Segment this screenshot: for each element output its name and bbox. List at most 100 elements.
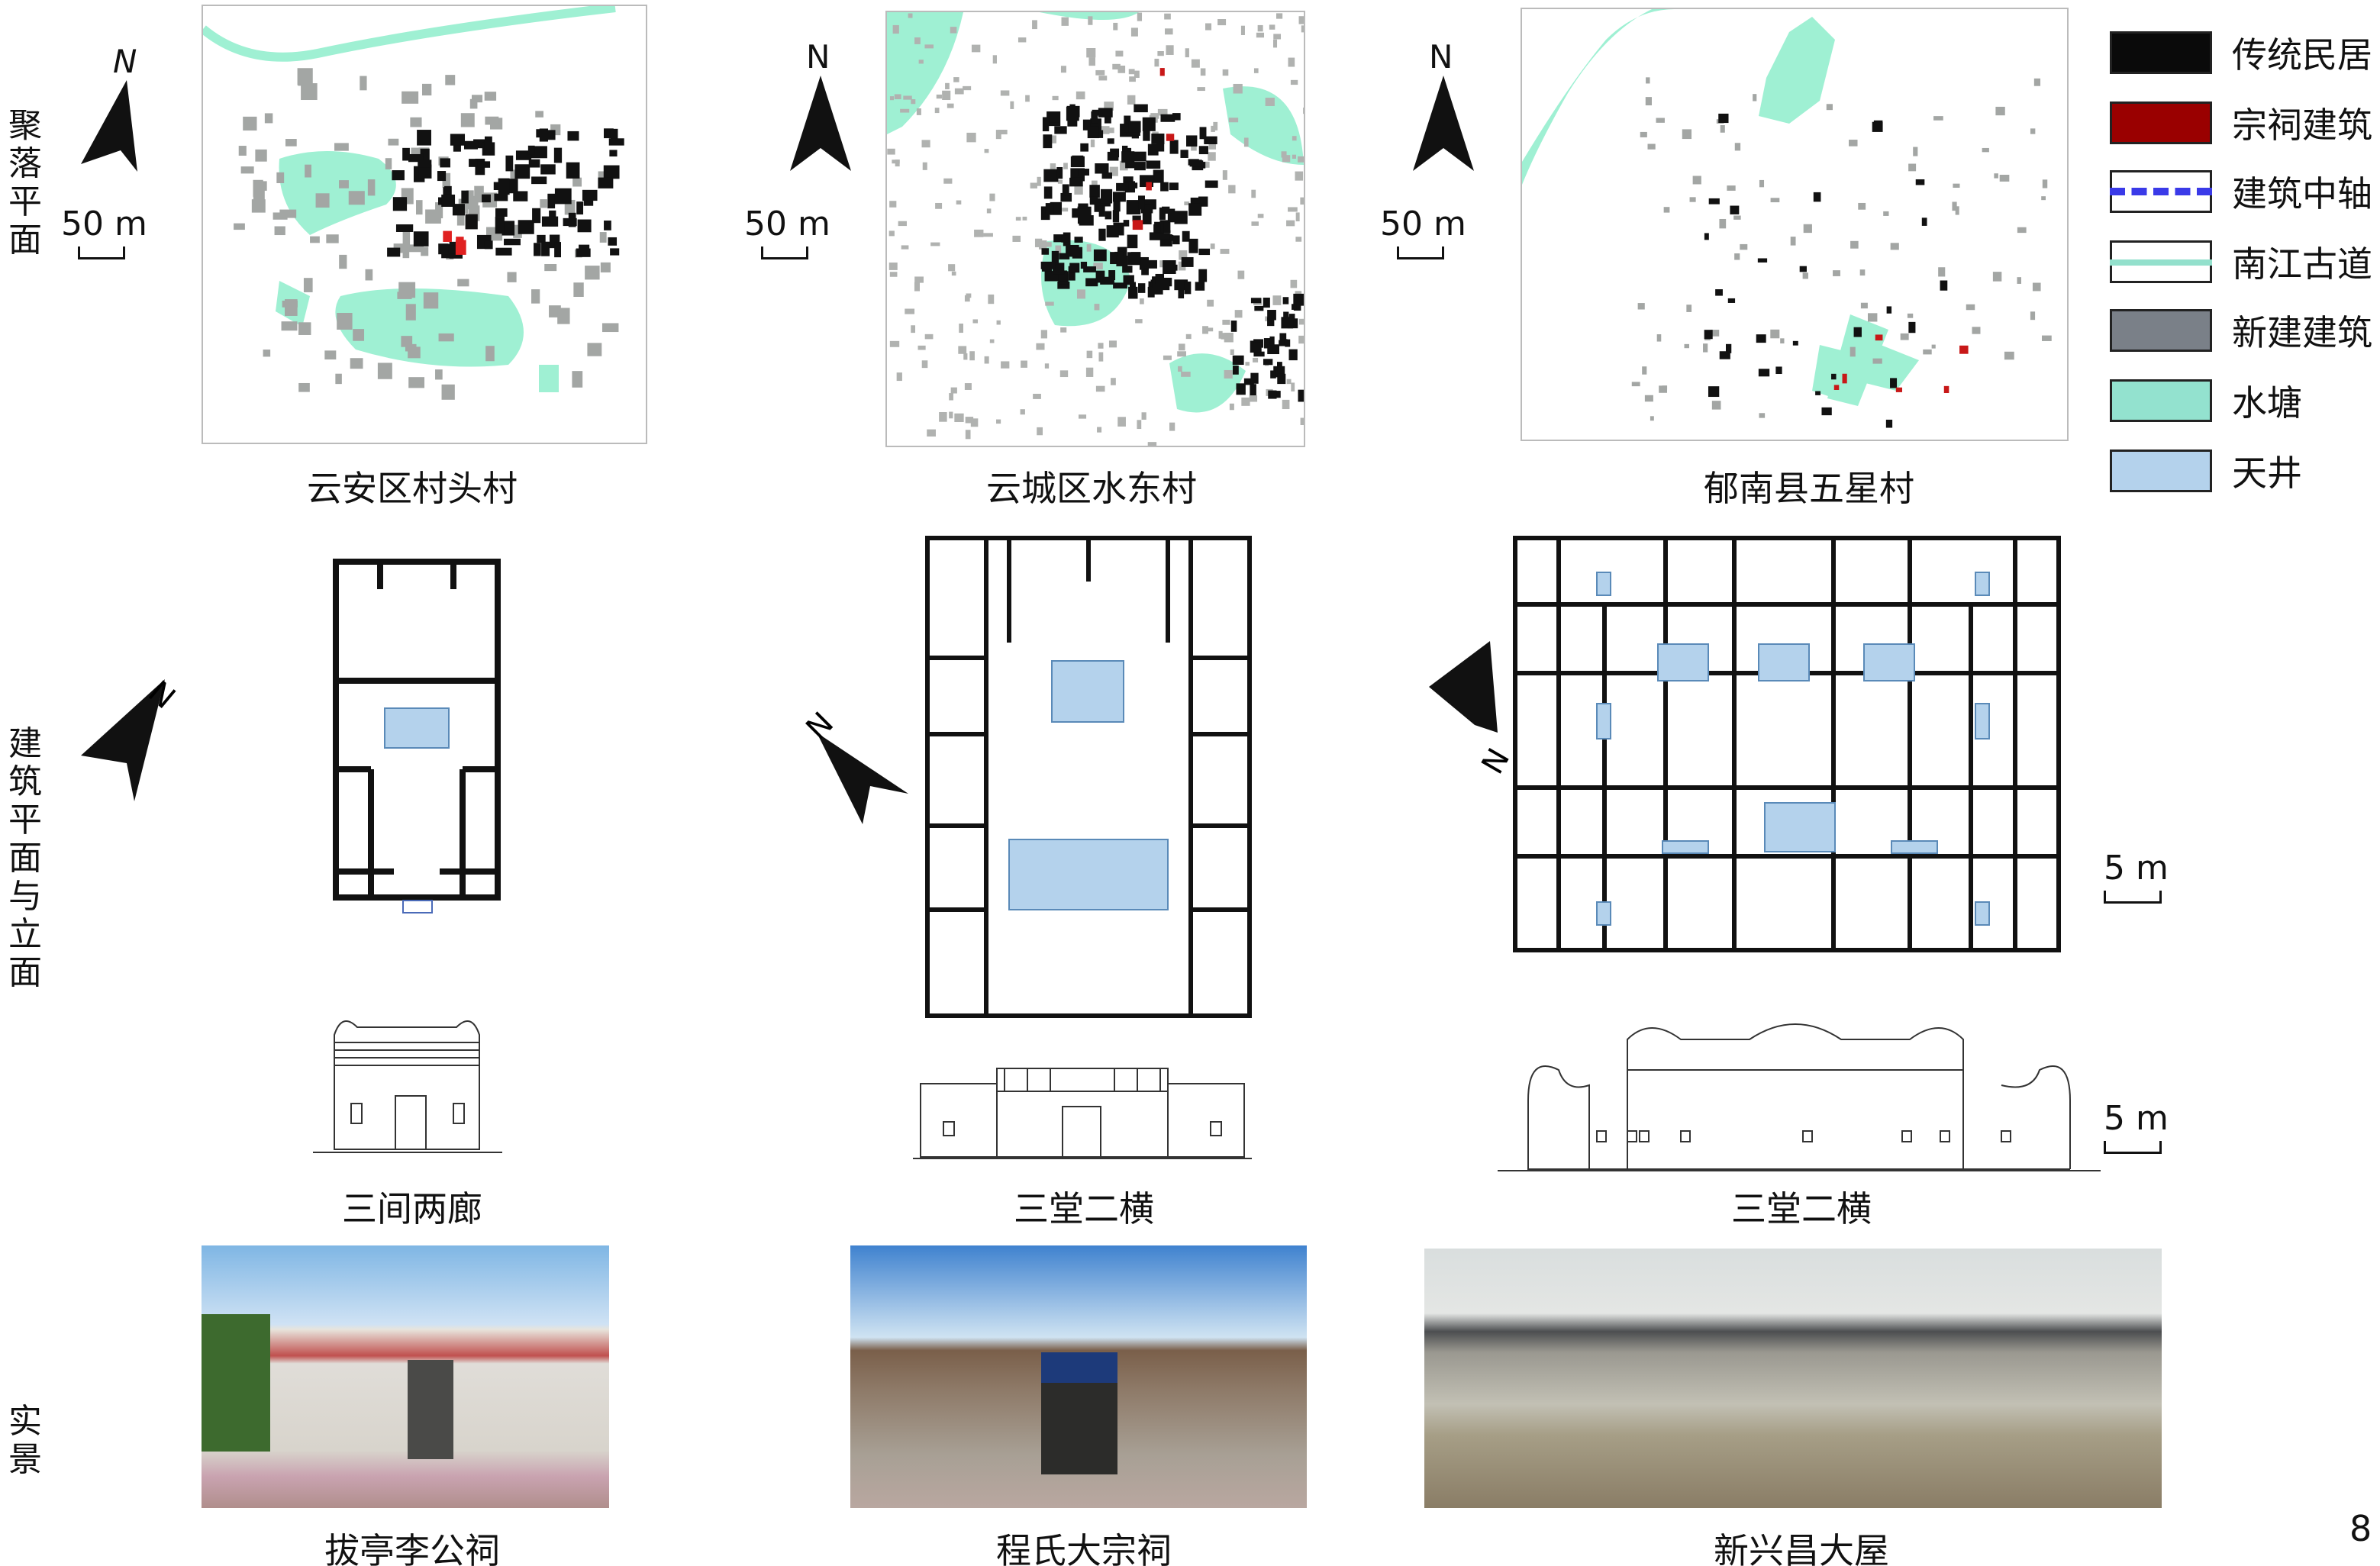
building-footprint [1169,140,1179,154]
building-footprint [326,234,339,243]
building-footprint [1095,69,1105,76]
building-footprint [1080,261,1088,269]
building-footprint [1282,297,1289,304]
building-footprint [1826,104,1833,111]
building-footprint [1931,344,1936,349]
building-footprint [1298,16,1304,24]
building-footprint [1146,160,1161,169]
layout-type: 三间两廊 [342,1188,482,1229]
building-footprint [921,360,928,369]
building-footprint [1915,179,1925,185]
building-footprint [1181,372,1191,377]
legend-label: 传统民居 [2232,34,2372,76]
building-footprint [1198,269,1208,282]
building-footprint [1043,134,1053,149]
building-footprint [1704,330,1713,340]
building-footprint [474,185,484,203]
building-footprint [1108,340,1117,348]
building-footprint [1125,158,1135,169]
building-footprint [1233,83,1243,94]
building-footprint [1250,298,1262,304]
building-footprint [418,164,432,179]
building-footprint [279,209,297,218]
building-footprint [387,247,401,257]
building-footprint [966,132,976,143]
building-footprint [1128,121,1141,133]
legend-item: 水塘 [2110,375,2302,426]
north-label: N [1429,38,1453,76]
building-footprint [495,208,508,217]
building-footprint [1072,208,1085,218]
building-footprint [1290,279,1298,288]
building-footprint [1121,151,1135,163]
building-footprint [1061,235,1069,243]
building-footprint [1753,94,1757,102]
building-footprint [1256,32,1265,38]
building-footprint [505,155,514,172]
settlement-map-1 [202,5,647,444]
building-footprint [1123,275,1134,285]
building-footprint [1112,192,1126,202]
building-footprint [1217,19,1227,26]
building-footprint [531,146,547,159]
building-footprint [1101,188,1113,204]
building-footprint [1662,385,1668,390]
north-label: N [806,38,830,76]
building-footprint [1730,205,1740,214]
building-footprint [1831,373,1837,380]
building-footprint [914,37,921,44]
building-footprint [437,171,447,182]
legend-item: 天井 [2110,446,2302,496]
building-footprint [273,212,288,220]
building-footprint [1298,335,1304,344]
building-footprint [1228,185,1236,194]
building-footprint [1890,378,1898,388]
scale-label: 5 m [2104,849,2169,888]
building-footprint [1232,355,1244,366]
building-footprint [469,159,478,167]
village-name: 云城区水东村 [986,468,1197,509]
elevation-1 [311,1012,504,1157]
building-footprint [1110,252,1118,265]
building-footprint [1135,319,1143,324]
building-footprint [924,44,934,49]
building-footprint [1303,107,1304,114]
building-footprint [2041,196,2046,201]
building-footprint [1940,280,1948,291]
building-footprint [1268,390,1277,399]
legend-swatch [2110,379,2212,422]
building-footprint [392,197,408,211]
building-footprint [1050,163,1056,170]
building-footprint [1111,378,1116,385]
building-footprint [989,193,995,201]
building-footprint [377,362,392,379]
building-footprint [1095,163,1109,174]
building-footprint [536,129,543,138]
building-footprint [1292,136,1297,141]
building-footprint [1124,123,1130,133]
building-footprint [416,200,423,215]
building-footprint [1202,326,1208,334]
legend-item: 建筑中轴 [2110,166,2372,217]
building-footprint [1883,211,1889,216]
building-footprint [1117,66,1126,73]
building-footprint [1198,248,1211,256]
building-name: 新兴昌大屋 [1714,1530,1889,1566]
building-footprint [949,411,953,419]
building-footprint [988,294,995,304]
building-footprint [1090,139,1095,147]
building-footprint [2033,78,2041,86]
building-footprint [438,243,449,255]
village-name: 郁南县五星村 [1704,468,1914,509]
building-footprint [908,13,913,18]
building-footprint [970,418,979,427]
building-footprint [1994,173,1998,179]
building-footprint [1172,113,1181,121]
building-footprint [1282,399,1290,410]
building-footprint [402,147,410,161]
building-footprint [1166,45,1174,55]
building-footprint [1886,306,1892,314]
building-footprint [1040,330,1047,339]
building-footprint [1036,343,1045,350]
building-footprint [1149,232,1162,240]
